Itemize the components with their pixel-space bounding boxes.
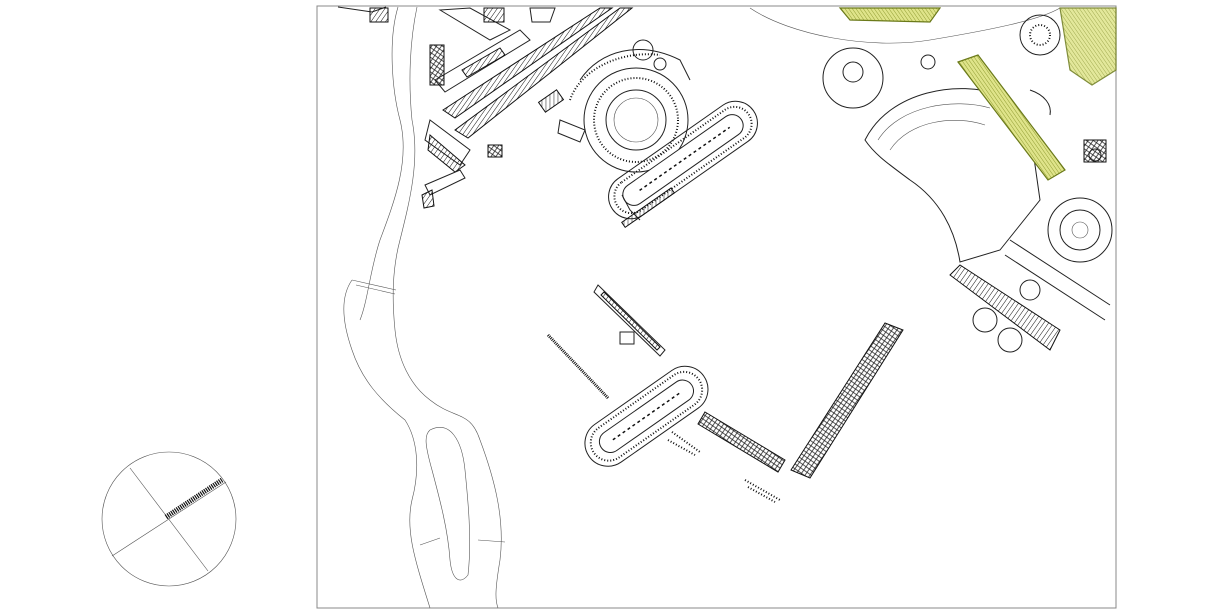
circular-temple xyxy=(557,39,691,173)
arena-and-gardens xyxy=(749,7,1117,353)
drawing-frame xyxy=(316,5,1117,609)
river-outline xyxy=(343,6,506,609)
lower-stadium xyxy=(584,365,709,467)
north-arrow-icon xyxy=(101,451,237,587)
arcade-walkway xyxy=(667,411,786,503)
upper-stadium xyxy=(608,100,758,229)
colonnade-complex xyxy=(337,6,634,209)
central-buildings xyxy=(546,284,666,400)
long-portico xyxy=(790,322,904,479)
